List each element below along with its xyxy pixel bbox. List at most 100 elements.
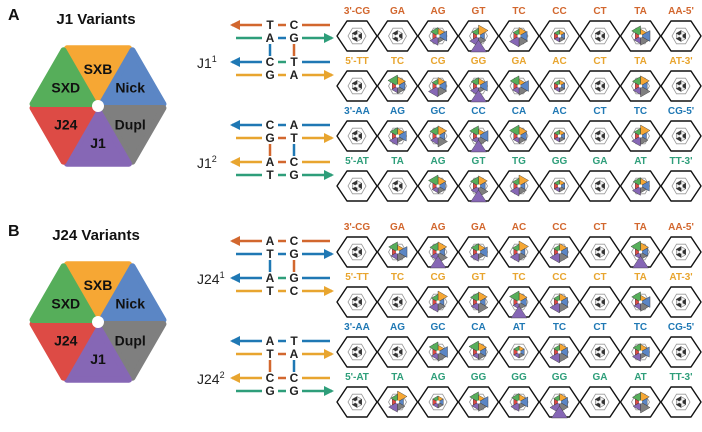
- glyph-wedge: [351, 130, 358, 137]
- glyph-center: [598, 400, 602, 404]
- glyph-wedge: [631, 291, 641, 303]
- legend-label-j1: J1: [90, 351, 106, 367]
- junction-base-left: G: [265, 384, 274, 398]
- strength-glyph: [457, 20, 500, 53]
- strength-glyph: [619, 120, 662, 152]
- group-label: J11: [197, 54, 217, 71]
- strand-dinucleotide-label: CA: [512, 106, 526, 117]
- junction-base-left: G: [265, 131, 274, 145]
- legend-wedge-nick: [98, 47, 167, 107]
- glyph-extended-wedge: [470, 189, 487, 203]
- glyph-wedge: [388, 241, 398, 253]
- glyph-wedge: [675, 246, 682, 253]
- panel-title: J1 Variants: [56, 11, 135, 28]
- glyph-inner-ring: [590, 343, 610, 361]
- glyph-inner-ring: [469, 393, 488, 411]
- strength-glyph: [336, 20, 378, 52]
- strength-glyph: [538, 236, 581, 268]
- strength-glyph: [457, 70, 500, 103]
- glyph-wedge: [511, 393, 520, 403]
- group-label-superscript: 1: [212, 54, 217, 64]
- glyph-center: [598, 184, 602, 188]
- strand-dinucleotide-label: GT: [472, 272, 486, 283]
- glyph-wedge: [351, 246, 358, 253]
- panel-letter: B: [8, 223, 20, 240]
- group-label-base: J24: [197, 271, 220, 287]
- glyph-inner-ring: [550, 127, 569, 145]
- strength-glyph: [619, 20, 662, 52]
- glyph-center: [355, 250, 359, 254]
- glyph-center: [598, 250, 602, 254]
- strength-glyph: [457, 286, 500, 318]
- glyph-wedge: [387, 74, 398, 87]
- glyph-inner-ring: [671, 393, 691, 411]
- glyph-inner-ring: [550, 177, 569, 195]
- glyph-wedge: [509, 75, 520, 87]
- legend-center: [92, 316, 104, 328]
- strength-glyph: [579, 20, 621, 52]
- strength-glyph: [376, 120, 419, 152]
- strength-glyph: [498, 20, 540, 52]
- glyph-center: [517, 84, 521, 88]
- glyph-center: [517, 134, 521, 138]
- glyph-center: [355, 34, 359, 38]
- strength-glyph: [619, 70, 662, 102]
- strength-glyph: [417, 20, 459, 52]
- legend-label-dupl: Dupl: [115, 333, 146, 349]
- strand-dinucleotide-label: GA: [512, 56, 527, 67]
- junction-base-right: C: [290, 18, 299, 32]
- glyph-center: [679, 250, 683, 254]
- group-label-superscript: 1: [220, 270, 225, 280]
- legend-wedge-dupl: [98, 321, 167, 381]
- strength-glyph: [579, 336, 621, 368]
- glyph-wedge: [468, 340, 479, 353]
- glyph-inner-ring: [509, 393, 529, 411]
- glyph-center: [517, 350, 521, 354]
- glyph-wedge: [429, 126, 439, 137]
- glyph-wedge: [594, 30, 601, 37]
- strand-dinucleotide-label: TA: [391, 156, 404, 167]
- glyph-wedge: [675, 396, 682, 403]
- junction-base-right: G: [289, 384, 298, 398]
- glyph-wedge: [390, 393, 398, 403]
- glyph-wedge: [351, 296, 358, 303]
- strength-glyph: [498, 386, 540, 418]
- glyph-center: [679, 184, 683, 188]
- glyph-inner-ring: [388, 27, 407, 45]
- strength-glyph: [660, 70, 702, 102]
- glyph-center: [557, 184, 562, 188]
- glyph-center: [557, 134, 562, 138]
- junction-base-left: A: [266, 234, 275, 248]
- strength-glyph: [579, 170, 621, 202]
- strength-glyph: [538, 20, 581, 52]
- glyph-inner-ring: [590, 293, 610, 311]
- glyph-wedge: [509, 290, 520, 303]
- junction-base-left: A: [266, 31, 275, 45]
- glyph-inner-ring: [428, 393, 448, 411]
- glyph-wedge: [392, 180, 398, 187]
- legend-label-j24: J24: [54, 333, 78, 349]
- glyph-center: [557, 84, 562, 88]
- junction-base-right: G: [289, 247, 298, 261]
- strand-dinucleotide-label: AT: [634, 372, 647, 383]
- group-label-base: J24: [197, 371, 220, 387]
- strength-glyph: [417, 120, 459, 152]
- glyph-center: [355, 300, 359, 304]
- glyph-inner-ring: [347, 27, 367, 45]
- strand-dinucleotide-label: GA: [593, 372, 608, 383]
- strand-dinucleotide-label: AC: [512, 222, 526, 233]
- glyph-wedge: [633, 127, 641, 137]
- junction-base-left: T: [266, 18, 274, 32]
- glyph-inner-ring: [428, 343, 448, 361]
- strength-glyph: [376, 70, 419, 102]
- strand-dinucleotide-label: AT-3': [669, 56, 692, 67]
- junction-base-left: G: [265, 68, 274, 82]
- glyph-inner-ring: [671, 77, 691, 95]
- glyph-wedge: [392, 346, 398, 353]
- glyph-inner-ring: [428, 177, 448, 195]
- strength-glyph: [336, 170, 378, 202]
- group-label-superscript: 2: [212, 154, 217, 164]
- strand-dinucleotide-label: GG: [552, 156, 568, 167]
